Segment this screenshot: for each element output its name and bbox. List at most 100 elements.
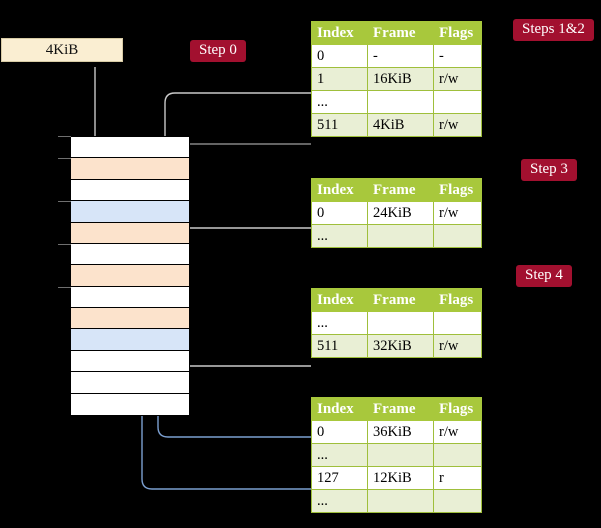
column-header-frame: Frame [367, 397, 434, 421]
cell-frame: 4KiB [367, 113, 434, 137]
badge-steps-1-2: Steps 1&2 [513, 19, 594, 41]
badge-step-3: Step 3 [521, 159, 577, 181]
badge-step-4-label: Step 4 [525, 267, 563, 283]
cell-frame: 16KiB [367, 67, 434, 91]
cell-index: 0 [311, 201, 368, 225]
memory-row [71, 308, 189, 330]
memory-column [70, 136, 190, 416]
table-row: ... [311, 311, 482, 335]
memory-row [71, 372, 189, 394]
cell-index: 127 [311, 466, 368, 490]
cell-frame: 36KiB [367, 420, 434, 444]
column-header-frame: Frame [367, 178, 434, 202]
column-header-flags: Flags [433, 397, 482, 421]
column-header-flags: Flags [433, 21, 482, 45]
cell-flags: r [433, 466, 482, 490]
cell-index: ... [311, 90, 368, 114]
badge-steps-1-2-label: Steps 1&2 [522, 21, 585, 37]
wire-table1-row0 [177, 227, 311, 266]
memory-tick [58, 136, 71, 137]
memory-row [71, 243, 189, 266]
badge-step-0: Step 0 [190, 40, 246, 62]
table-row: 0-- [311, 44, 482, 68]
memory-row [71, 265, 189, 287]
cell-flags: - [433, 44, 482, 68]
cell-flags [433, 443, 482, 467]
cell-flags [433, 90, 482, 114]
cell-index: 0 [311, 44, 368, 68]
cell-frame [367, 90, 434, 114]
memory-row [71, 350, 189, 373]
cell-frame: 24KiB [367, 201, 434, 225]
cell-frame: - [367, 44, 434, 68]
memory-tick [58, 158, 71, 159]
memory-row [71, 393, 189, 415]
column-header-index: Index [311, 288, 368, 312]
badge-step-0-label: Step 0 [199, 42, 237, 58]
column-header-index: Index [311, 21, 368, 45]
cell-flags: r/w [433, 420, 482, 444]
cell-frame [367, 489, 434, 513]
cell-flags [433, 489, 482, 513]
table-header-row: Index Frame Flags [311, 288, 482, 312]
table-row: ... [311, 90, 482, 114]
cell-flags: r/w [433, 334, 482, 358]
cell-frame [367, 443, 434, 467]
wire-table2-row511 [173, 308, 311, 367]
cell-index: ... [311, 224, 368, 248]
badge-step-3-label: Step 3 [530, 161, 568, 177]
column-header-frame: Frame [367, 21, 434, 45]
cell-frame: 12KiB [367, 466, 434, 490]
cell-flags: r/w [433, 67, 482, 91]
cell-index: 1 [311, 67, 368, 91]
cell-flags: r/w [433, 113, 482, 137]
cell-flags [433, 224, 482, 248]
memory-row [71, 137, 189, 159]
cell-flags: r/w [433, 201, 482, 225]
column-header-flags: Flags [433, 178, 482, 202]
table-row: ... [311, 224, 482, 248]
memory-row [71, 179, 189, 202]
cell-flags [433, 311, 482, 335]
page-box-label: 4KiB [45, 41, 79, 58]
memory-row [71, 222, 189, 244]
column-header-flags: Flags [433, 288, 482, 312]
cell-index: ... [311, 311, 368, 335]
column-header-index: Index [311, 397, 368, 421]
cell-index: 511 [311, 334, 368, 358]
cell-index: 0 [311, 420, 368, 444]
memory-row [71, 158, 189, 180]
badge-step-4: Step 4 [516, 265, 572, 287]
cell-frame [367, 311, 434, 335]
memory-tick [58, 244, 71, 245]
table-header-row: Index Frame Flags [311, 178, 482, 202]
memory-row [71, 286, 189, 308]
cell-frame [367, 224, 434, 248]
cell-frame: 32KiB [367, 334, 434, 358]
memory-row [71, 201, 189, 223]
cell-index: ... [311, 489, 368, 513]
table-header-row: Index Frame Flags [311, 21, 482, 45]
memory-row [71, 329, 189, 351]
table-row: ... [311, 489, 482, 513]
page-box-4kib: 4KiB [1, 38, 123, 62]
table-row: ... [311, 443, 482, 467]
memory-tick [58, 287, 71, 288]
cell-index: 511 [311, 113, 368, 137]
memory-tick [58, 201, 71, 202]
